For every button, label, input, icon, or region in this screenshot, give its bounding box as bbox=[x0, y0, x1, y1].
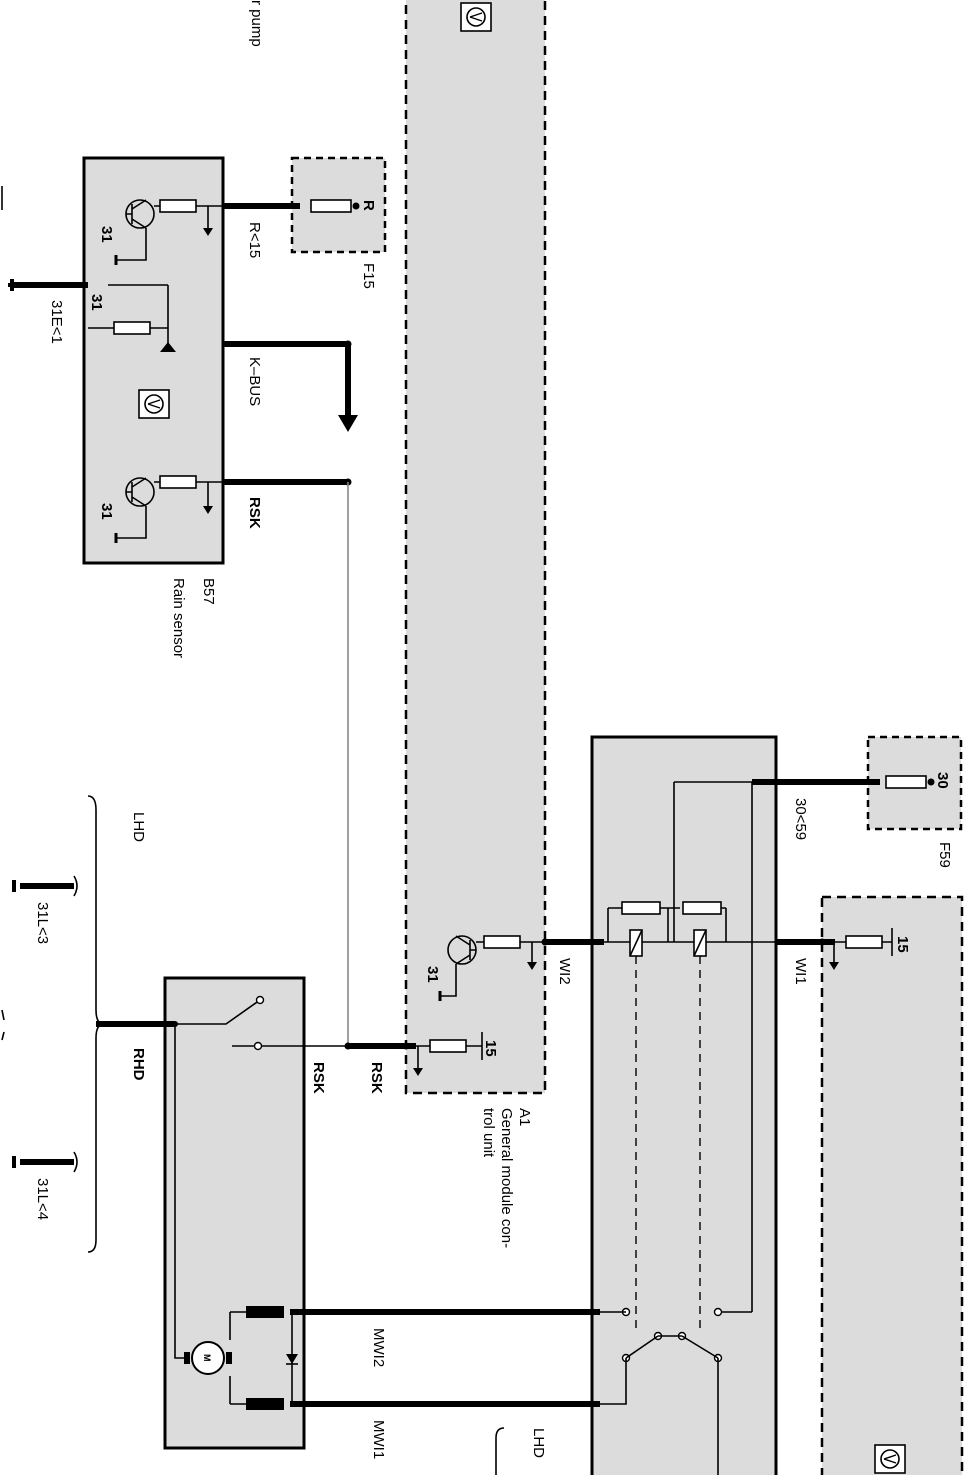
label-a1: A1 bbox=[516, 1108, 533, 1126]
label-lhd-top: LHD bbox=[130, 812, 147, 842]
label-r15: R<15 bbox=[246, 222, 263, 258]
connector-icon-a1 bbox=[460, 2, 492, 32]
transistor-icon-b57-2 bbox=[114, 477, 155, 543]
fuse-f59 bbox=[885, 775, 927, 789]
label-wi1: WI1 bbox=[792, 958, 809, 985]
label-31-c: 31 bbox=[98, 503, 115, 520]
wiper-relay-box bbox=[590, 735, 778, 1475]
resistor-a1-15 bbox=[429, 1039, 467, 1053]
label-rsk-top: RSK bbox=[246, 497, 263, 529]
transistor-icon-b57-1 bbox=[114, 199, 155, 265]
label-mwi1: MWI1 bbox=[370, 1420, 387, 1459]
resistor-relay-2 bbox=[682, 901, 722, 915]
resistor-b57-3 bbox=[159, 475, 197, 489]
label-f15: F15 bbox=[360, 263, 377, 289]
label-31-b: 31 bbox=[88, 294, 105, 311]
label-rain-sensor: Rain sensor bbox=[170, 578, 187, 658]
label-a1-name-1: General module con- bbox=[498, 1108, 515, 1248]
label-30-pin: 30 bbox=[934, 772, 951, 789]
label-31l4: 31L<4 bbox=[34, 1178, 51, 1220]
label-f59: F59 bbox=[936, 842, 953, 868]
connector-icon-b57 bbox=[138, 389, 170, 419]
coil-mwi2 bbox=[246, 1306, 284, 1318]
wiper-motor-box bbox=[163, 976, 306, 1450]
label-15-b: 15 bbox=[894, 936, 911, 953]
label-rsk-mid1: RSK bbox=[310, 1062, 327, 1094]
label-mwi2: MWI2 bbox=[370, 1328, 387, 1367]
label-motor-m: M bbox=[202, 1354, 212, 1362]
label-wi2: WI2 bbox=[556, 958, 573, 985]
lower-right-module-box bbox=[820, 895, 964, 1475]
label-kbus: K–BUS bbox=[246, 357, 263, 406]
lhd-rhd-brace bbox=[87, 795, 105, 1253]
label-a1-name-2: trol unit bbox=[480, 1108, 497, 1158]
transistor-icon-a1 bbox=[438, 935, 477, 1001]
a1-module-box bbox=[404, 0, 547, 1095]
connector-icon-bottom bbox=[874, 1444, 906, 1474]
label-b57: B57 bbox=[200, 578, 217, 605]
label-lhd-bottom: LHD bbox=[530, 1428, 547, 1458]
resistor-wi1 bbox=[845, 935, 883, 949]
label-pump-partial: r pump bbox=[248, 0, 265, 47]
label-31l3: 31L<3 bbox=[34, 902, 51, 944]
label-rsk-mid2: RSK bbox=[368, 1062, 385, 1094]
label-31-a: 31 bbox=[98, 226, 115, 243]
label-31-a1: 31 bbox=[424, 966, 441, 983]
motor-icon bbox=[184, 1341, 232, 1375]
resistor-b57-2 bbox=[113, 321, 151, 335]
resistor-relay-1 bbox=[621, 901, 661, 915]
resistor-a1-wi2 bbox=[483, 935, 521, 949]
coil-mwi1 bbox=[246, 1398, 284, 1410]
label-31e1: 31E<1 bbox=[48, 300, 65, 344]
resistor-b57-1 bbox=[159, 199, 197, 213]
fuse-f15 bbox=[310, 199, 352, 213]
label-r-pin: R bbox=[360, 200, 377, 211]
label-15-a1: 15 bbox=[482, 1040, 499, 1057]
label-rhd: RHD bbox=[130, 1048, 147, 1081]
label-30-59: 30<59 bbox=[792, 798, 809, 840]
